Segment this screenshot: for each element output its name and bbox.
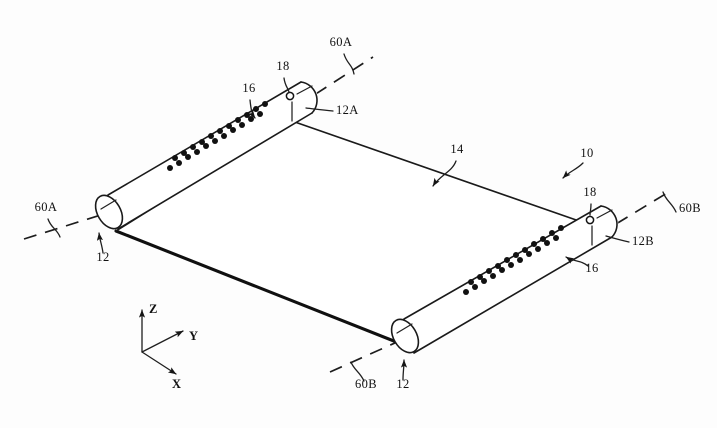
roller-upper-end-ellipse	[94, 194, 124, 230]
reference-numeral: 12	[96, 250, 109, 264]
reference-numeral: 12A	[336, 103, 359, 117]
reference-numeral: 10	[580, 146, 593, 160]
reference-numeral: 60B	[355, 377, 377, 391]
axis-label-x: X	[172, 377, 181, 391]
pivot-hole-icon	[285, 91, 295, 101]
reference-numeral: 14	[450, 142, 464, 156]
axis-label-z: Z	[149, 302, 157, 316]
roller-lower-end-ellipse	[390, 318, 420, 354]
reference-numeral: 16	[242, 81, 255, 95]
perforations-lower-16	[463, 225, 564, 295]
reference-numeral: 12B	[632, 234, 654, 248]
perforations-upper-16	[167, 101, 268, 171]
coordinate-axes: Z Y X	[138, 302, 198, 391]
leader-lines	[47, 53, 677, 382]
axis-x-arrow	[141, 351, 177, 375]
reference-numeral: 60B	[679, 201, 701, 215]
roller-upper-12A	[94, 81, 319, 230]
axis-60B-dashed-line	[329, 189, 673, 373]
reference-numeral: 60A	[35, 200, 58, 214]
reference-numeral-layer: 60A 18 16 12A 14 10 18 60B 60A 12B 12 16 60B 12	[35, 35, 701, 391]
reference-numeral: 12	[396, 377, 409, 391]
reference-numeral: 60A	[330, 35, 353, 49]
reference-numeral: 18	[276, 59, 289, 73]
reference-numeral: 16	[585, 261, 598, 275]
axis-y-arrow	[141, 330, 184, 353]
reference-numeral: 18	[583, 185, 596, 199]
axis-label-y: Y	[189, 329, 198, 343]
roller-lower-12B	[390, 205, 619, 354]
pivot-hole-icon	[585, 215, 595, 225]
